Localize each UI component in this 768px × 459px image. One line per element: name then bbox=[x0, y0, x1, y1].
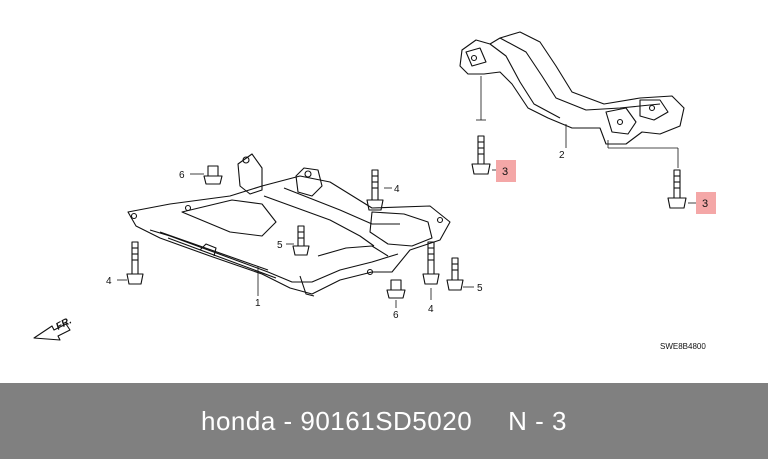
bolt-4a bbox=[126, 241, 144, 285]
bolt-3b bbox=[667, 169, 687, 209]
ref-number-text: N - 3 bbox=[508, 405, 567, 436]
rear-beam bbox=[459, 31, 685, 145]
callout-6a: 6 bbox=[179, 170, 185, 181]
parts-diagram: 1 2 3 3 4 4 4 5 5 6 6 FR. SWE8B4800 bbox=[33, 31, 716, 351]
callout-5b: 5 bbox=[477, 283, 483, 294]
callout-6b: 6 bbox=[393, 310, 399, 321]
callout-2: 2 bbox=[559, 150, 565, 161]
callout-5a: 5 bbox=[277, 240, 283, 251]
nut-6b bbox=[386, 279, 406, 299]
part-number-text: honda - 90161SD5020 bbox=[200, 405, 473, 436]
front-arrow-icon bbox=[33, 323, 71, 341]
bolt-4b bbox=[366, 169, 384, 211]
callout-4a: 4 bbox=[106, 276, 112, 287]
callout-3b: 3 bbox=[702, 198, 708, 210]
bolt-5b bbox=[446, 257, 464, 291]
callout-3b-highlight bbox=[696, 192, 716, 214]
callout-3a-highlight bbox=[496, 160, 516, 182]
leader-lines bbox=[117, 76, 697, 308]
callout-3a: 3 bbox=[502, 166, 508, 178]
bolt-3a bbox=[471, 135, 491, 175]
bolt-5a bbox=[292, 225, 310, 256]
part-info-bar: honda - 90161SD5020 N - 3 bbox=[0, 383, 768, 459]
callout-4c: 4 bbox=[428, 304, 434, 315]
drawing-code: SWE8B4800 bbox=[660, 342, 706, 351]
front-subframe bbox=[127, 153, 451, 297]
callout-1: 1 bbox=[255, 298, 261, 309]
callout-4b: 4 bbox=[394, 184, 400, 195]
bolt-4c bbox=[422, 241, 440, 285]
front-direction-label: FR. bbox=[54, 315, 73, 332]
nut-6a bbox=[203, 165, 223, 185]
